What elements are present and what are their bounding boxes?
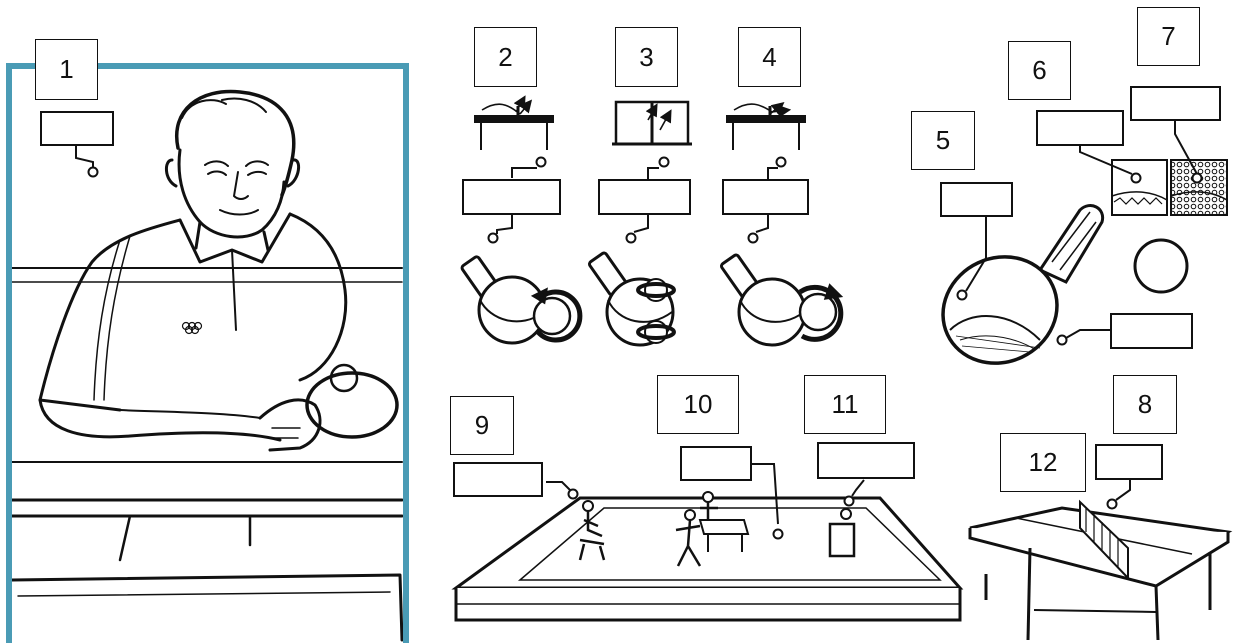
arena-illustration bbox=[451, 491, 964, 622]
number-box-2: 2 bbox=[474, 27, 537, 87]
table-illustration bbox=[968, 499, 1233, 641]
label-box-stroke-3[interactable] bbox=[598, 179, 691, 215]
label-box-net[interactable] bbox=[1095, 444, 1163, 480]
spin-paddle-1 bbox=[460, 255, 583, 345]
player-illustration bbox=[10, 89, 404, 642]
label-box-handle[interactable] bbox=[1110, 313, 1193, 349]
stroke-2-diagram bbox=[474, 95, 554, 150]
stroke-connectors bbox=[487, 156, 787, 244]
label-box-rubber-smooth[interactable] bbox=[1036, 110, 1124, 146]
ball-illustration bbox=[1133, 238, 1189, 294]
handle-label-connector bbox=[1056, 329, 1110, 346]
spin-paddle-2 bbox=[588, 251, 676, 347]
label-box-court[interactable] bbox=[680, 446, 752, 481]
net-connector bbox=[1106, 480, 1131, 510]
rubber-smooth-sample bbox=[1079, 146, 1168, 216]
number-box-1: 1 bbox=[35, 39, 98, 100]
number-box-7: 7 bbox=[1137, 7, 1200, 66]
number-box-10: 10 bbox=[657, 375, 739, 434]
portrait-frame bbox=[6, 63, 409, 643]
player-label-connector bbox=[75, 146, 99, 178]
label-box-rubber-pimpled[interactable] bbox=[1130, 86, 1221, 121]
label-box-umpire[interactable] bbox=[453, 462, 543, 497]
paddle-illustration bbox=[941, 204, 1105, 365]
number-box-11: 11 bbox=[804, 375, 886, 434]
stroke-3-diagram bbox=[612, 100, 692, 146]
number-box-3: 3 bbox=[615, 27, 678, 87]
label-box-stroke-4[interactable] bbox=[722, 179, 809, 215]
stroke-4-diagram bbox=[726, 101, 806, 150]
label-box-player[interactable] bbox=[40, 111, 114, 146]
label-box-blade[interactable] bbox=[940, 182, 1013, 217]
number-box-9: 9 bbox=[450, 396, 514, 455]
number-box-8: 8 bbox=[1113, 375, 1177, 434]
spin-paddle-3 bbox=[720, 253, 844, 347]
label-box-scorer[interactable] bbox=[817, 442, 915, 479]
label-box-stroke-2[interactable] bbox=[462, 179, 561, 215]
number-box-5: 5 bbox=[911, 111, 975, 170]
number-box-6: 6 bbox=[1008, 41, 1071, 100]
rubber-pimpled-sample bbox=[1170, 120, 1228, 216]
number-box-12: 12 bbox=[1000, 433, 1086, 492]
number-box-4: 4 bbox=[738, 27, 801, 87]
arena-connectors bbox=[546, 463, 865, 540]
